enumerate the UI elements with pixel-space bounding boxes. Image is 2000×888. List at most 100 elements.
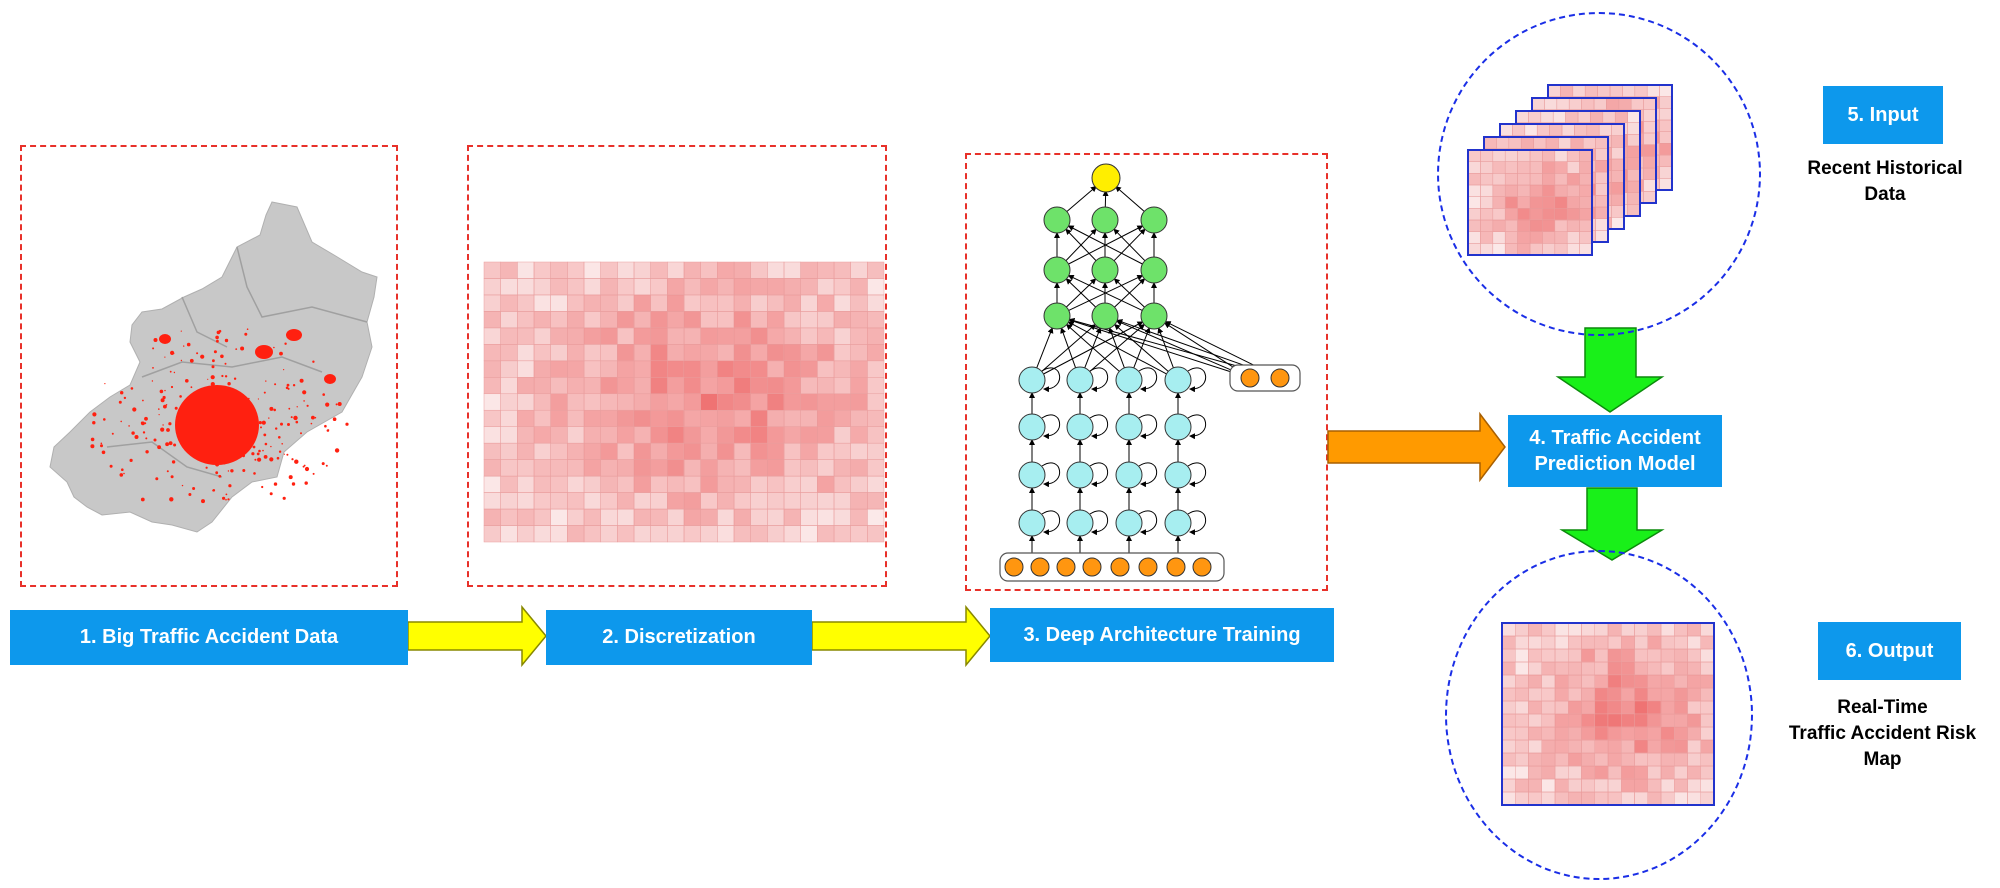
output-risk-cell — [1660, 752, 1675, 767]
accident-dot — [207, 378, 209, 380]
discretized-grid-map — [483, 261, 885, 543]
network-edge — [1060, 327, 1077, 368]
accident-dot — [216, 339, 219, 343]
output-risk-cell — [1607, 791, 1622, 806]
input-node — [1082, 557, 1102, 577]
output-risk-cell — [1634, 726, 1648, 741]
accident-dot — [221, 374, 224, 378]
output-risk-cell — [1594, 661, 1609, 676]
output-risk-cell — [1568, 752, 1582, 767]
dense-node — [1140, 206, 1168, 234]
recurrent-loop — [1138, 510, 1158, 536]
accident-dot — [294, 459, 299, 464]
output-risk-cell — [1501, 778, 1516, 793]
output-risk-cell — [1634, 765, 1648, 780]
output-risk-cell — [1687, 661, 1701, 676]
accident-dot — [100, 442, 103, 445]
output-risk-cell — [1541, 739, 1556, 754]
accident-dot — [274, 383, 277, 386]
accident-dot — [183, 345, 185, 347]
accident-dot — [158, 408, 160, 410]
output-risk-cell — [1621, 648, 1635, 663]
output-risk-cell — [1700, 661, 1715, 676]
output-risk-cell — [1594, 648, 1609, 663]
accident-dot — [261, 485, 264, 489]
step-5-input-box: 5. Input — [1823, 86, 1943, 144]
step-6-label: 6. Output — [1845, 639, 1934, 662]
output-risk-cell — [1541, 661, 1556, 676]
output-risk-cell — [1581, 726, 1595, 741]
output-risk-cell — [1621, 739, 1635, 754]
network-edge — [1066, 185, 1097, 212]
output-risk-cell — [1541, 791, 1556, 806]
output-risk-cell — [1501, 674, 1516, 689]
accident-dot — [212, 489, 214, 492]
accident-dot — [201, 499, 205, 504]
accident-dot — [222, 496, 226, 500]
accident-dot — [145, 450, 149, 454]
accident-dot — [321, 462, 325, 466]
output-risk-cell — [1700, 778, 1715, 793]
accident-dot — [171, 460, 176, 464]
accident-dot — [283, 369, 285, 371]
lstm-node — [1164, 461, 1192, 489]
step-1-label: 1. Big Traffic Accident Data — [79, 626, 339, 648]
output-risk-cell — [1594, 765, 1609, 780]
accident-dot — [291, 482, 296, 486]
output-risk-cell — [1568, 674, 1582, 689]
accident-dot — [92, 412, 97, 417]
accident-dot — [299, 378, 304, 383]
output-risk-cell — [1568, 739, 1582, 754]
accident-dot — [168, 441, 173, 446]
output-risk-cell — [1528, 726, 1542, 741]
recurrent-loop — [1089, 462, 1109, 488]
discretization-panel — [467, 145, 887, 587]
yellow-arrow-2 — [811, 604, 991, 668]
accident-dot — [121, 468, 124, 472]
lstm-node — [1115, 413, 1143, 441]
accident-dot — [190, 386, 193, 389]
output-risk-cell — [1660, 622, 1675, 637]
output-risk-cell — [1528, 752, 1542, 767]
accident-dot — [170, 385, 174, 389]
output-risk-cell — [1607, 622, 1622, 637]
input-node — [1030, 557, 1050, 577]
network-edge — [1067, 225, 1143, 265]
risk-grid-cells — [483, 261, 885, 543]
network-edge — [1065, 323, 1120, 372]
output-risk-cell — [1647, 791, 1662, 806]
accident-dot — [162, 395, 166, 400]
accident-dot — [288, 475, 293, 480]
output-risk-cell — [1594, 791, 1609, 806]
output-risk-cell — [1554, 700, 1569, 715]
dense-node — [1043, 302, 1071, 330]
accident-dot — [269, 406, 274, 411]
accident-dot — [233, 377, 237, 380]
accident-dot — [293, 415, 298, 421]
accident-dot — [218, 474, 222, 478]
dense-node — [1091, 206, 1119, 234]
input-caption-line1: Recent Historical — [1807, 158, 1963, 179]
accident-dot — [264, 442, 268, 446]
output-risk-cell — [1647, 752, 1662, 767]
output-risk-cell — [1660, 700, 1675, 715]
accident-dot — [280, 422, 283, 426]
network-edge — [1164, 321, 1269, 373]
accident-dot — [227, 498, 230, 501]
accident-dot — [158, 414, 160, 416]
output-risk-cell — [1501, 700, 1516, 715]
output-risk-cell — [1647, 648, 1662, 663]
output-risk-cell — [1515, 622, 1529, 637]
accident-dot — [123, 472, 125, 475]
accident-dot — [325, 402, 330, 407]
output-risk-cell — [1568, 765, 1582, 780]
accident-dot — [270, 445, 272, 448]
accident-dot — [103, 418, 106, 421]
accident-dot — [334, 448, 340, 453]
output-risk-cell — [1515, 778, 1529, 793]
accident-dot — [215, 335, 219, 340]
accident-dot — [300, 432, 302, 435]
accident-dot — [134, 435, 139, 439]
output-risk-cell — [1700, 765, 1715, 780]
